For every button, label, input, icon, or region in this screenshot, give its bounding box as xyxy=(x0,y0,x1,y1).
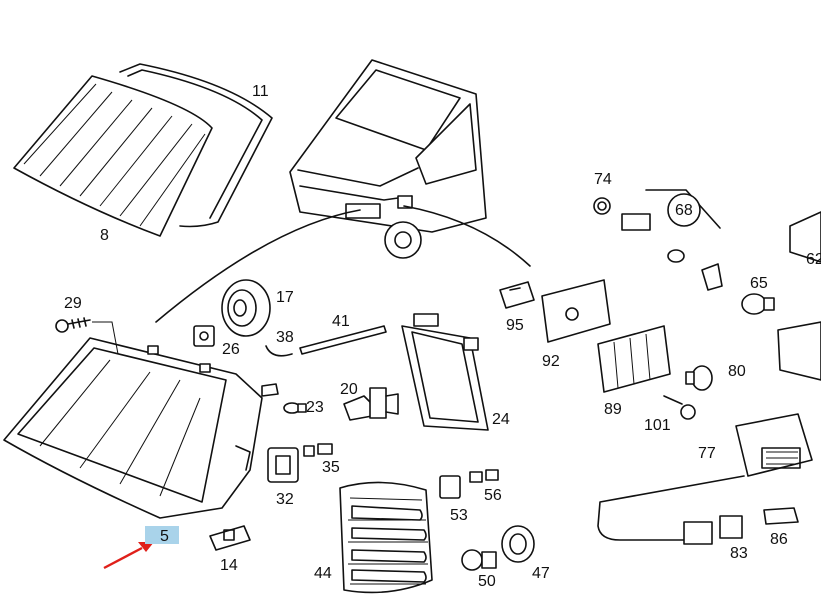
callout-24: 24 xyxy=(492,411,510,428)
callout-80: 80 xyxy=(728,363,746,380)
callout-53: 53 xyxy=(450,507,468,524)
callout-8: 8 xyxy=(100,227,109,244)
callout-68: 68 xyxy=(675,202,693,219)
cable-83 xyxy=(597,475,745,541)
clip-14 xyxy=(209,525,251,551)
hose-38 xyxy=(265,345,293,357)
callout-95: 95 xyxy=(506,317,524,334)
lamp-housing-89 xyxy=(597,325,671,393)
connector-35 xyxy=(303,443,333,457)
screw-29 xyxy=(55,317,91,333)
callout-11: 11 xyxy=(252,83,269,100)
callout-65: 65 xyxy=(750,275,768,292)
lamp-holder-47 xyxy=(501,525,535,563)
connector-56 xyxy=(469,469,499,483)
callout-14: 14 xyxy=(220,557,238,574)
callout-5: 5 xyxy=(160,528,169,545)
callout-89: 89 xyxy=(604,401,622,418)
callout-62: 62 xyxy=(806,251,821,268)
headlamp-assembly-5 xyxy=(3,337,279,519)
callout-50: 50 xyxy=(478,573,496,590)
headlamp-gasket-11 xyxy=(119,63,273,228)
callout-92: 92 xyxy=(542,353,560,370)
callout-74: 74 xyxy=(594,171,612,188)
bulb-20 xyxy=(343,387,399,421)
bulb-50 xyxy=(461,549,497,571)
frame-24 xyxy=(401,313,489,431)
pointer-arrow xyxy=(103,542,154,570)
callout-47: 47 xyxy=(532,565,550,582)
socket-53 xyxy=(439,475,461,499)
callout-35: 35 xyxy=(322,459,340,476)
callout-86: 86 xyxy=(770,531,788,548)
terminal-86 xyxy=(763,507,799,525)
bulb-80 xyxy=(685,365,713,391)
callout-38: 38 xyxy=(276,329,294,346)
screw-101 xyxy=(663,395,696,420)
callout-29: 29 xyxy=(64,295,82,312)
callout-44: 44 xyxy=(314,565,332,582)
callout-26: 26 xyxy=(222,341,240,358)
callout-20: 20 xyxy=(340,381,358,398)
callout-41: 41 xyxy=(332,313,350,330)
lamp-62 xyxy=(789,211,821,263)
headlamp-glass-8 xyxy=(13,75,213,237)
horn-17 xyxy=(221,279,271,337)
callout-101: 101 xyxy=(644,417,671,434)
leader-line-headlamp xyxy=(155,209,361,323)
bulb-23 xyxy=(283,402,307,414)
tail-lamp-44 xyxy=(339,481,433,594)
bulb-holder-68 xyxy=(621,189,723,291)
lamp-right-edge xyxy=(777,321,821,381)
callout-77: 77 xyxy=(698,445,716,462)
connector-83 xyxy=(683,515,743,545)
tube-41 xyxy=(299,325,387,355)
socket-32 xyxy=(267,447,299,483)
bracket-95 xyxy=(499,281,535,309)
highlight-box-5 xyxy=(145,526,179,544)
callout-17: 17 xyxy=(276,289,294,306)
callout-23: 23 xyxy=(306,399,324,416)
callout-32: 32 xyxy=(276,491,294,508)
leader-29 xyxy=(92,321,119,355)
leader-line-rear xyxy=(403,205,531,267)
van-illustration xyxy=(289,59,487,259)
callout-56: 56 xyxy=(484,487,502,504)
bracket-26 xyxy=(193,325,215,347)
plate-92 xyxy=(541,279,611,343)
grommet-74 xyxy=(593,197,611,215)
callout-83: 83 xyxy=(730,545,748,562)
lamp-77 xyxy=(735,413,813,477)
bulb-65 xyxy=(741,293,775,315)
